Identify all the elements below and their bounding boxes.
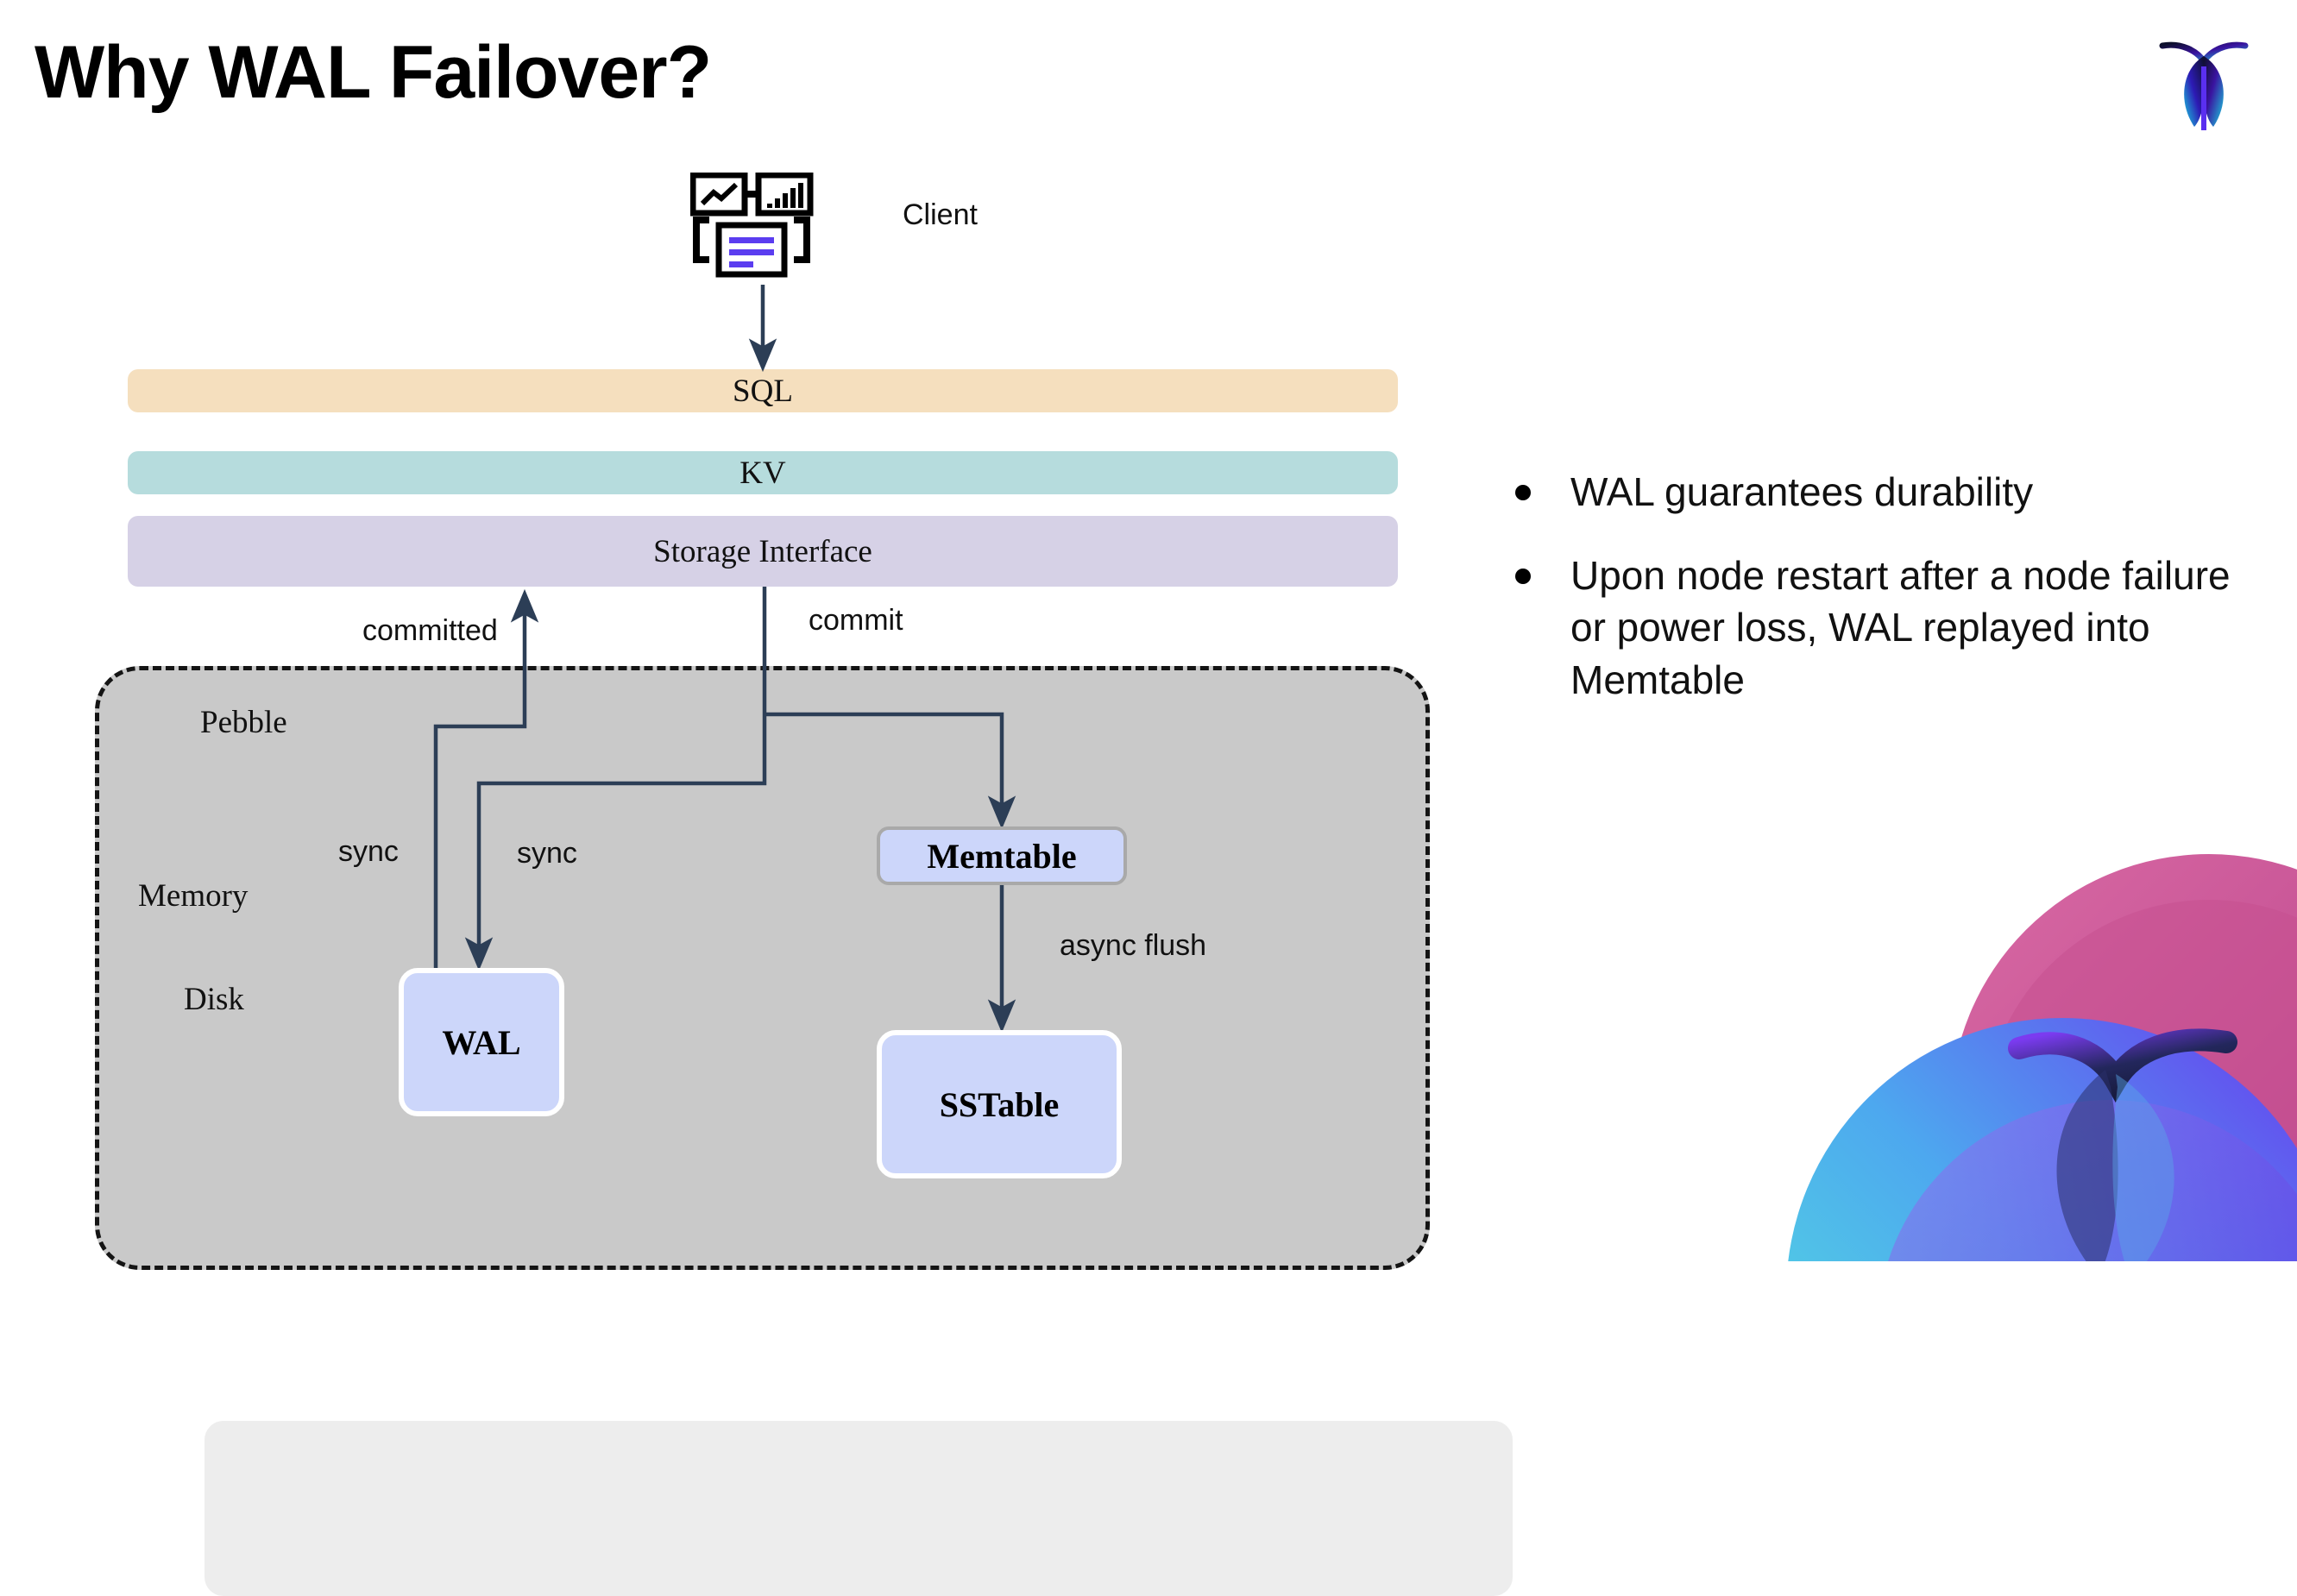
layer-bar-storage-interface: Storage Interface [128,516,1398,587]
bullet-dot-icon [1515,568,1531,584]
edge-label-async-flush: async flush [1060,929,1207,962]
layer-label-sql: SQL [733,373,793,409]
slide-canvas: Why WAL Failover? [35,30,2297,1596]
edge-label-commit: commit [809,604,903,637]
edge-label-sync-right: sync [517,837,577,870]
layer-bar-kv: KV [128,451,1398,494]
edge-label-committed: committed [362,614,498,647]
disk-zone-label: Disk [184,982,244,1017]
bullet-text: Upon node restart after a node failure o… [1570,552,2231,703]
store-box-sstable: SSTable [877,1030,1122,1178]
cockroachdb-circles-decoration [1760,828,2297,1261]
store-label-wal: WAL [442,1022,521,1062]
client-dashboard-icon [689,172,828,285]
layer-label-kv: KV [739,455,786,491]
store-box-memtable: Memtable [877,826,1127,885]
edge-label-sync-left: sync [338,835,399,868]
pebble-label: Pebble [200,705,287,740]
notes-bullet-list: WAL guarantees durability Upon node rest… [1515,466,2257,738]
store-box-wal: WAL [399,968,564,1116]
memory-zone-band [205,1421,1513,1596]
bullet-text: WAL guarantees durability [1570,469,2034,514]
pebble-container [95,666,1513,1596]
layer-label-storage-interface: Storage Interface [653,533,872,569]
bullet-dot-icon [1515,485,1531,500]
memory-zone-label: Memory [138,878,249,914]
list-item: WAL guarantees durability [1515,466,2257,518]
store-label-sstable: SSTable [939,1084,1060,1124]
cockroachdb-logo [2152,30,2256,134]
client-label: Client [903,198,978,231]
store-label-memtable: Memtable [927,836,1077,876]
page-title: Why WAL Failover? [35,31,712,114]
list-item: Upon node restart after a node failure o… [1515,550,2257,707]
layer-bar-sql: SQL [128,369,1398,412]
